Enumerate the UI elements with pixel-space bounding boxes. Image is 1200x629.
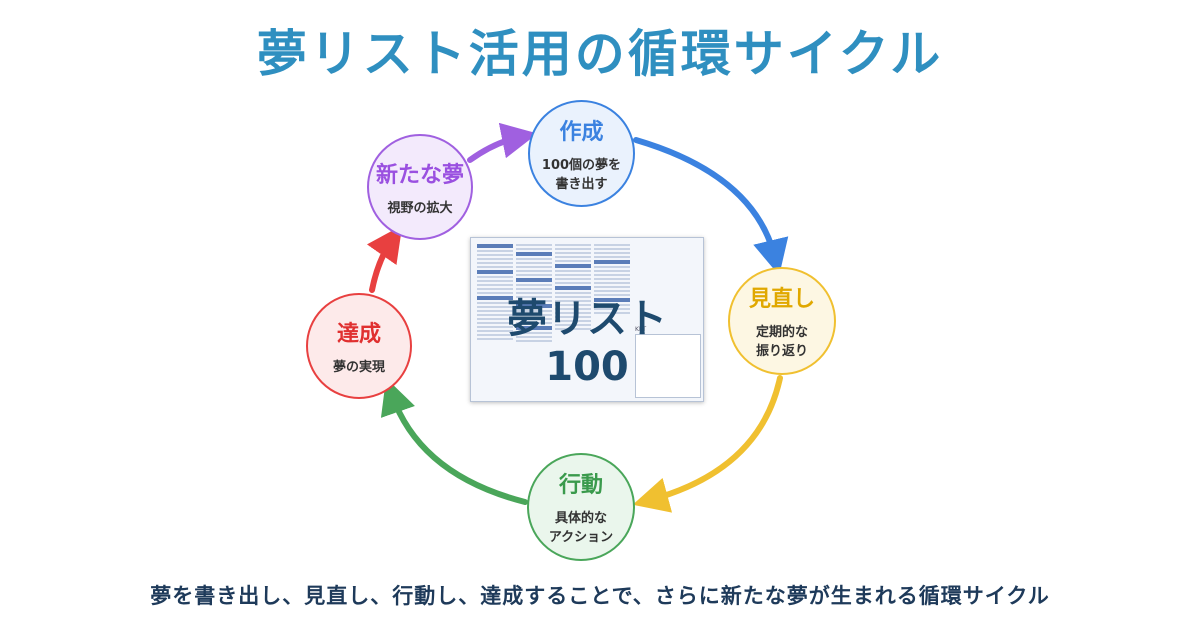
arrow-achieve-to-newdream: [366, 225, 403, 293]
kpt-box: [635, 334, 701, 398]
step-action-description-text: 具体的な アクション: [548, 511, 614, 545]
step-achieve-label: 達成: [336, 321, 381, 347]
step-create-description: 100個の夢を 書き出す: [542, 156, 621, 194]
step-create-description-text: 100個の夢を 書き出す: [541, 157, 622, 192]
step-review-description-text: 定期的な 振り返り: [755, 325, 808, 359]
step-new-dream-description: 視野の拡大: [387, 199, 452, 218]
footer-caption: 夢を書き出し、見直し、行動し、達成することで、さらに新たな夢が生まれる循環サイク…: [150, 584, 1050, 608]
dream-list-sheet-thumbnail: KPT: [470, 237, 704, 402]
step-review-description: 定期的な 振り返り: [756, 323, 808, 361]
sheet-column: [594, 244, 630, 316]
kpt-label: KPT: [635, 326, 647, 333]
step-action-description: 具体的な アクション: [549, 509, 613, 547]
sheet-column: [555, 244, 591, 332]
step-achieve: 達成 夢の実現: [306, 293, 412, 399]
step-create-label: 作成: [559, 119, 604, 145]
sheet-column: [477, 244, 513, 342]
arrow-action-to-achieve: [380, 378, 528, 505]
step-review: 見直し 定期的な 振り返り: [728, 267, 836, 375]
sheet-column: [516, 244, 552, 344]
arrow-create-to-review: [633, 137, 789, 276]
center-label: 夢リスト100: [507, 296, 667, 390]
step-action-label: 行動: [558, 473, 603, 498]
step-create: 作成 100個の夢を 書き出す: [528, 100, 635, 207]
step-new-dream-description-text: 視野の拡大: [387, 200, 453, 216]
step-achieve-description: 夢の実現: [333, 358, 385, 377]
step-action: 行動 具体的な アクション: [527, 453, 635, 561]
step-review-label: 見直し: [748, 287, 815, 312]
page-title: 夢リスト活用の循環サイクル: [256, 25, 944, 83]
arrow-newdream-to-create: [467, 122, 538, 163]
arrow-review-to-action: [632, 375, 783, 513]
step-new-dream-label: 新たな夢: [375, 162, 464, 188]
step-achieve-description-text: 夢の実現: [332, 359, 385, 375]
step-new-dream: 新たな夢 視野の拡大: [367, 134, 473, 240]
